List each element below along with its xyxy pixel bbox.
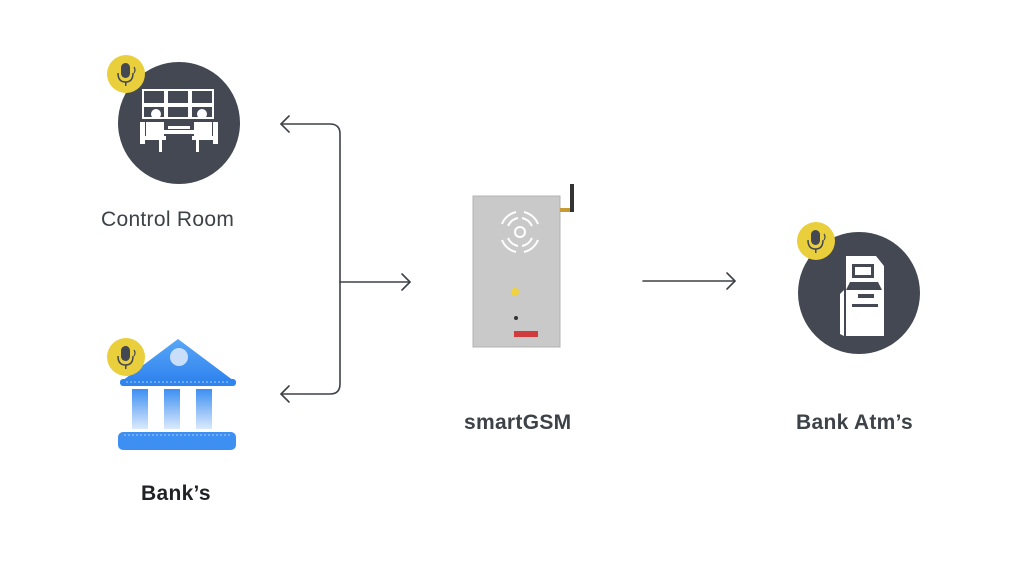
microphone-icon — [107, 338, 145, 376]
control-room-label: Control Room — [101, 208, 235, 231]
microphone-icon — [107, 55, 145, 93]
arrow-to-control-room — [280, 115, 290, 133]
bank-building-icon — [118, 339, 236, 450]
arrow-to-banks — [280, 385, 290, 403]
microphone-icon — [797, 222, 835, 260]
arrow-to-smartgsm-head — [401, 273, 411, 291]
bracket-connector — [280, 123, 341, 395]
smartgsm-node: smart — [470, 182, 580, 352]
control-room-icon — [118, 62, 240, 184]
banks-node — [104, 335, 240, 457]
intercom-device-icon — [472, 184, 574, 348]
smartgsm-label: smartGSM — [464, 411, 572, 434]
bank-atms-label: Bank Atm’s — [796, 411, 913, 434]
arrow-to-atms-head — [726, 272, 736, 290]
atm-machine-icon — [798, 232, 920, 354]
bank-atms-node — [792, 220, 927, 360]
control-room-node — [100, 52, 245, 188]
banks-label: Bank’s — [141, 482, 211, 505]
